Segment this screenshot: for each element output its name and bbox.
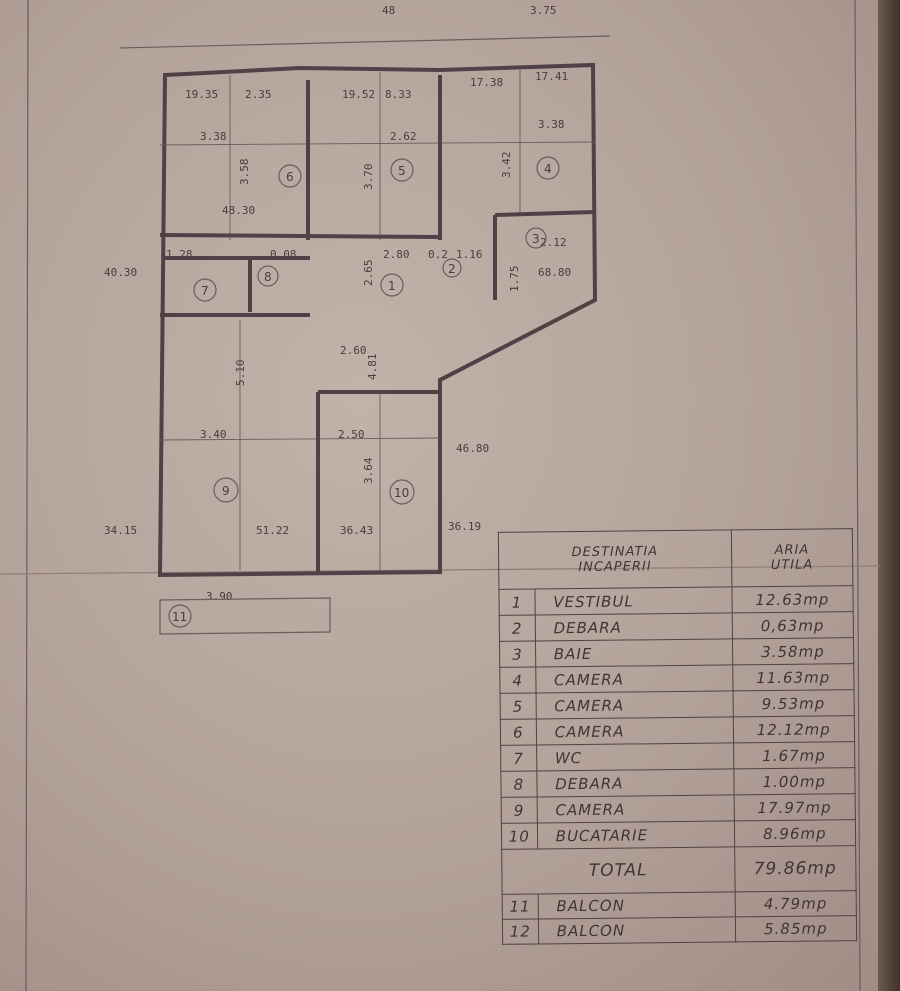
room-number-6: 6 <box>286 170 294 184</box>
room-number-5: 5 <box>398 164 406 178</box>
dim-r10-height: 3.64 <box>362 457 375 484</box>
dim-r4-width: 3.38 <box>538 118 565 131</box>
dim-vest-width: 2.80 <box>383 248 410 261</box>
total-area: 79.86mp <box>734 845 857 892</box>
room-markers: 1 2 3 4 5 6 7 8 9 10 11 <box>168 156 560 628</box>
room-number-7: 7 <box>201 284 209 298</box>
dim-balcony-width: 3.90 <box>206 590 233 603</box>
dim-debara-h: 1.16 <box>456 248 483 261</box>
dim-hall-width: 2.60 <box>340 344 367 357</box>
dim-r4-tr: 17.41 <box>535 70 568 83</box>
dim-r6-width: 3.38 <box>200 130 227 143</box>
dim-right-mark: 46.80 <box>456 442 489 455</box>
frame-line-right <box>854 0 861 991</box>
dim-debara-w: 0.2 <box>428 248 448 261</box>
frame-line-left <box>25 0 29 991</box>
dim-vest-h: 2.65 <box>362 260 375 287</box>
outer-wall <box>157 62 598 578</box>
room-number-4: 4 <box>544 162 552 176</box>
dim-r3-side: 1.75 <box>508 266 521 293</box>
dim-r3-low: 68.80 <box>538 266 571 279</box>
dim-hall-h: 4.81 <box>366 354 379 381</box>
dim-b9-mid: 51.22 <box>256 524 289 537</box>
room-number-1: 1 <box>388 279 396 293</box>
room-number-8: 8 <box>264 270 272 284</box>
header-destination: DESTINATIA INCAPERII <box>498 529 732 590</box>
dim-r5-tl: 19.52 <box>342 88 375 101</box>
room-number-11: 11 <box>172 610 187 624</box>
dim-b9-left: 34.15 <box>104 524 137 537</box>
header-destination-line1: DESTINATIA <box>571 544 659 561</box>
room-number-9: 9 <box>222 484 230 498</box>
background-edge <box>878 0 900 991</box>
dim-r8-width: 0.08 <box>270 248 297 261</box>
dim-r5-tr: 8.33 <box>385 88 412 101</box>
header-destination-line2: INCAPERII <box>578 559 652 576</box>
header-area-line1: ARIA <box>774 542 810 558</box>
dim-r6-tr: 2.35 <box>245 88 272 101</box>
dim-r5-width: 2.62 <box>390 130 417 143</box>
table-header: DESTINATIA INCAPERII ARIA UTILA <box>498 528 853 590</box>
dim-r9-width: 3.40 <box>200 428 227 441</box>
header-area: ARIA UTILA <box>730 528 853 587</box>
dim-b10-right: 36.19 <box>448 520 481 533</box>
header-area-line2: UTILA <box>770 557 814 574</box>
dim-r6-tl: 19.35 <box>185 88 218 101</box>
dim-r5-height: 3.70 <box>362 164 375 191</box>
axis-line-top <box>119 35 611 49</box>
dim-r10-width: 2.50 <box>338 428 365 441</box>
balcony-outline <box>159 597 331 635</box>
total-label: TOTAL <box>501 846 735 895</box>
dim-top-right: 3.75 <box>530 4 557 17</box>
room-number-3: 3 <box>532 232 540 246</box>
dim-r9-height: 5.10 <box>234 360 247 387</box>
dim-r4-height: 3.42 <box>500 152 513 179</box>
room-number-2: 2 <box>448 262 456 276</box>
table-total-row: TOTAL 79.86mp <box>501 845 857 895</box>
interior-walls <box>159 75 596 572</box>
dim-b10-mid: 36.43 <box>340 524 373 537</box>
dim-r4-tl: 17.38 <box>470 76 503 89</box>
grid-lines <box>159 68 596 570</box>
dim-r3-width: 2.12 <box>540 236 567 249</box>
room-number-10: 10 <box>394 486 409 500</box>
dim-r6-height: 3.58 <box>238 159 251 186</box>
dim-left-mark: 40.30 <box>104 266 137 279</box>
dim-r7-mark: 1.28 <box>166 248 193 261</box>
dim-top-marker: 48 <box>382 4 395 17</box>
dim-r6-low: 48.30 <box>222 204 255 217</box>
